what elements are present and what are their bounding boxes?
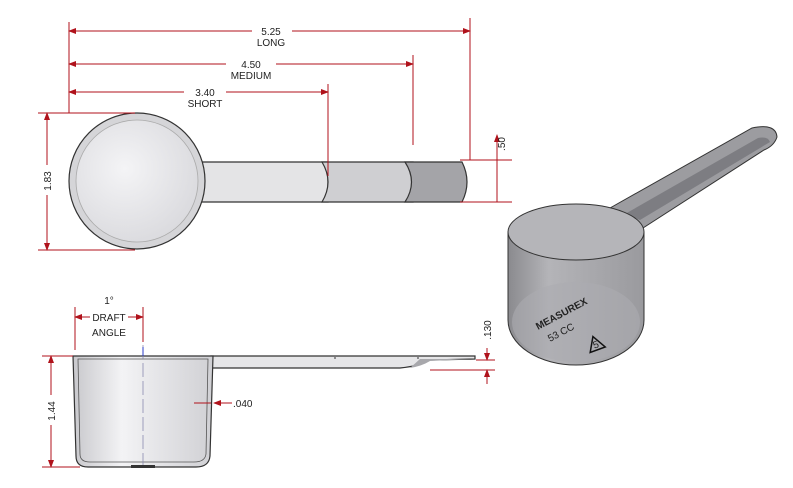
side-view: 1° DRAFT ANGLE 1.44 .040 .130 [42,296,495,468]
short-dimension-value: 3.40 [195,88,215,99]
scoop-handle-short [197,161,329,203]
wall-thickness-value: .040 [233,399,253,410]
side-handle [210,355,476,369]
long-dimension-value: 5.25 [261,27,281,38]
draft-angle-value: 1° [104,296,114,307]
short-dimension-label: SHORT [188,99,223,110]
draft-angle-label-2: ANGLE [92,328,126,339]
scoop-handle-medium [320,161,414,203]
scoop-bowl-inner [75,119,199,243]
height-dimension-value: 1.44 [47,401,58,421]
handle-width-value: .50 [497,137,508,151]
handle-thickness-value: .130 [483,320,494,340]
iso-view: MEASUREX 53 CC 5 [507,126,778,366]
top-view: 5.25 LONG 4.50 MEDIUM 3.40 SHORT 1.83 .5… [38,18,512,251]
medium-dimension-value: 4.50 [241,60,261,71]
iso-cup-top [507,203,645,261]
scoop-handle-long [403,161,468,203]
diameter-dimension-value: 1.83 [43,171,54,191]
iso-cup-bottom [512,282,640,362]
medium-dimension-label: MEDIUM [231,71,272,82]
recycle-code: 5 [592,339,601,351]
long-dimension-label: LONG [257,38,286,49]
draft-angle-label-1: DRAFT [92,313,125,324]
recycle-icon: 5 [589,335,607,354]
